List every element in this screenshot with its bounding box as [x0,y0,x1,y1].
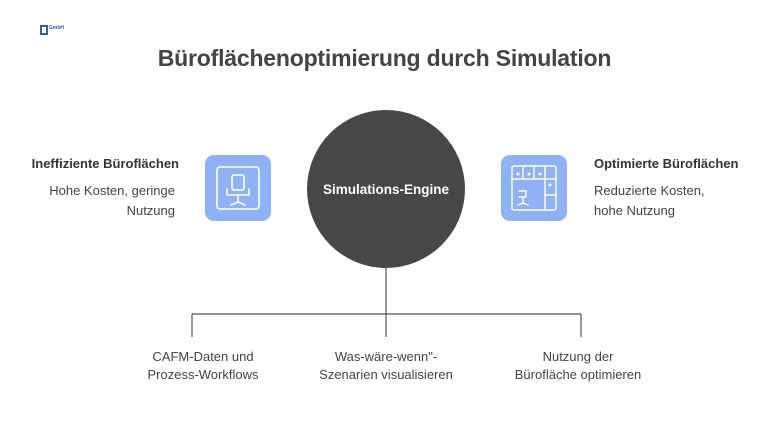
diagram-title: Büroflächenoptimierung durch Simulation [157,45,612,71]
inefficient-desc-line2: Nutzung [126,203,175,218]
branch-what-if-line2: Szenarien visualisieren [319,367,453,382]
company-logo: GmbH [40,24,80,38]
branch-cafm-line2: Prozess-Workflows [147,367,259,382]
branch-cafm-line1: CAFM-Daten und [152,349,254,364]
optimized-icon-box [501,155,567,221]
branch-what-if-scenarios: Was-wäre-wenn"- Szenarien visualisieren [301,348,471,384]
optimized-desc-line2: hohe Nutzung [594,203,675,218]
optimized-description: Reduzierte Kosten, hohe Nutzung [594,181,754,221]
inefficient-desc-line1: Hohe Kosten, geringe [49,183,175,198]
branch-optimize-line1: Nutzung der [542,349,614,364]
branch-what-if-line1: Was-wäre-wenn"- [334,349,438,364]
inefficient-description: Hohe Kosten, geringe Nutzung [15,181,175,221]
simulation-engine-node: Simulations-Engine [307,110,465,268]
branch-optimize-usage: Nutzung der Bürofläche optimieren [493,348,663,384]
inefficient-title: Ineffiziente Büroflächen [31,156,179,171]
office-chair-icon [216,166,260,210]
branch-optimize-line2: Bürofläche optimieren [514,367,642,382]
optimized-desc-line1: Reduzierte Kosten, [594,183,705,198]
logo-icon [40,25,48,35]
optimized-title: Optimierte Büroflächen [594,156,739,171]
branch-cafm-data: CAFM-Daten und Prozess-Workflows [118,348,288,384]
inefficient-icon-box [205,155,271,221]
simulation-engine-label: Simulations-Engine [322,181,449,197]
floor-plan-icon [511,165,557,211]
logo-text: GmbH [49,25,64,31]
